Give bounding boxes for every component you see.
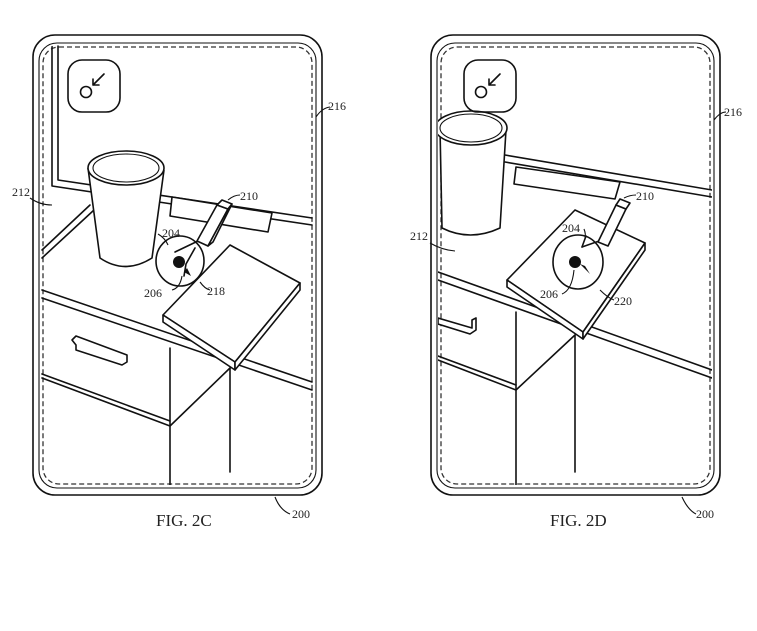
- label-200: 200: [292, 507, 310, 521]
- drawer-handle: [438, 317, 477, 335]
- figure-caption: FIG. 2C: [156, 511, 212, 530]
- cup: [87, 150, 165, 268]
- target-point: [569, 256, 581, 268]
- camera-arrow-icon[interactable]: [463, 59, 517, 113]
- label-216: 216: [724, 105, 742, 119]
- label-204: 204: [162, 226, 180, 240]
- display-dashed-region: [42, 46, 313, 485]
- pointer-indicator: [196, 199, 233, 247]
- target-disc: [155, 235, 205, 287]
- label-206: 206: [540, 287, 558, 301]
- camera-arrow-icon[interactable]: [67, 59, 121, 113]
- label-212: 212: [410, 229, 428, 243]
- display-inner-border: [38, 42, 317, 489]
- target-disc: [552, 234, 604, 290]
- label-212: 212: [12, 185, 30, 199]
- display-dashed-region: [440, 46, 711, 485]
- label-210: 210: [240, 189, 258, 203]
- drawer-handle: [71, 335, 128, 366]
- device-outline: [430, 34, 721, 496]
- cup: [438, 110, 508, 236]
- label-204: 204: [562, 221, 580, 235]
- label-216: 216: [328, 99, 346, 113]
- display-inner-border: [436, 42, 715, 489]
- label-220: 220: [614, 294, 632, 308]
- label-206: 206: [144, 286, 162, 300]
- scene-2c: [41, 45, 313, 485]
- book: [162, 244, 301, 371]
- figure-2c: 216 212 210 204 206 218 200 FIG. 2C: [12, 34, 346, 530]
- figure-caption: FIG. 2D: [550, 511, 607, 530]
- label-210: 210: [636, 189, 654, 203]
- pointer-indicator: [597, 198, 631, 247]
- device-outline: [32, 34, 323, 496]
- scene-2d: [438, 110, 712, 485]
- figure-2d: 216 212 210 204 206 220 200 FIG. 2D: [410, 34, 742, 530]
- label-218: 218: [207, 284, 225, 298]
- label-200: 200: [696, 507, 714, 521]
- target-point: [173, 256, 185, 268]
